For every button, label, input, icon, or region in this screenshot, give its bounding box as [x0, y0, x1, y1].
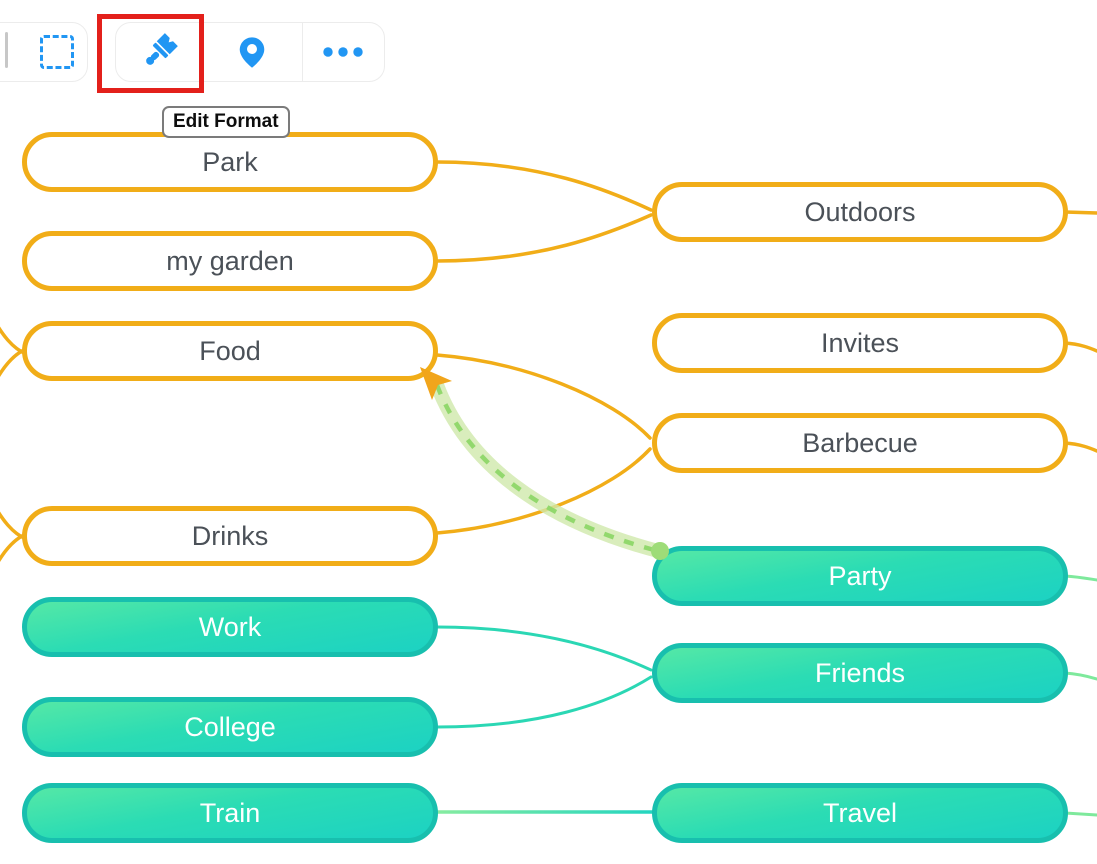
toolbar-divider: [5, 32, 8, 68]
node-label: Travel: [822, 797, 897, 828]
node-label: my garden: [166, 245, 294, 276]
node-barbecue[interactable]: Barbecue: [652, 413, 1068, 473]
location-button[interactable]: [202, 23, 301, 81]
node-label: Party: [828, 560, 892, 591]
edit-format-button[interactable]: [116, 23, 202, 81]
node-label: Drinks: [191, 520, 269, 551]
node-invites[interactable]: Invites: [652, 313, 1068, 373]
more-options-button[interactable]: [301, 23, 384, 81]
node-work[interactable]: Work: [22, 597, 438, 657]
node-label: Train: [199, 797, 261, 828]
toolbar-right-group: [115, 22, 385, 82]
node-drinks[interactable]: Drinks: [22, 506, 438, 566]
node-friends[interactable]: Friends: [652, 643, 1068, 703]
node-label: Barbecue: [802, 427, 918, 458]
node-college[interactable]: College: [22, 697, 438, 757]
node-train[interactable]: Train: [22, 783, 438, 843]
edit-format-tooltip: Edit Format: [162, 106, 290, 138]
paint-brush-icon: [146, 33, 179, 65]
node-label: Invites: [820, 327, 900, 358]
node-label: College: [184, 711, 276, 742]
node-my-garden[interactable]: my garden: [22, 231, 438, 291]
node-park[interactable]: Park: [22, 132, 438, 192]
map-pin-icon: [240, 36, 265, 68]
node-party[interactable]: Party: [652, 546, 1068, 606]
node-label: Friends: [814, 657, 906, 688]
select-tool-button[interactable]: [0, 23, 87, 81]
toolbar-left-group: [0, 22, 88, 82]
dashed-square-icon: [40, 35, 74, 69]
node-outdoors[interactable]: Outdoors: [652, 182, 1068, 242]
node-label: Outdoors: [804, 196, 916, 227]
ellipsis-icon: [323, 47, 363, 57]
node-label: Food: [199, 335, 261, 366]
node-travel[interactable]: Travel: [652, 783, 1068, 843]
node-label: Park: [202, 146, 258, 177]
node-food[interactable]: Food: [22, 321, 438, 381]
node-label: Work: [198, 611, 262, 642]
